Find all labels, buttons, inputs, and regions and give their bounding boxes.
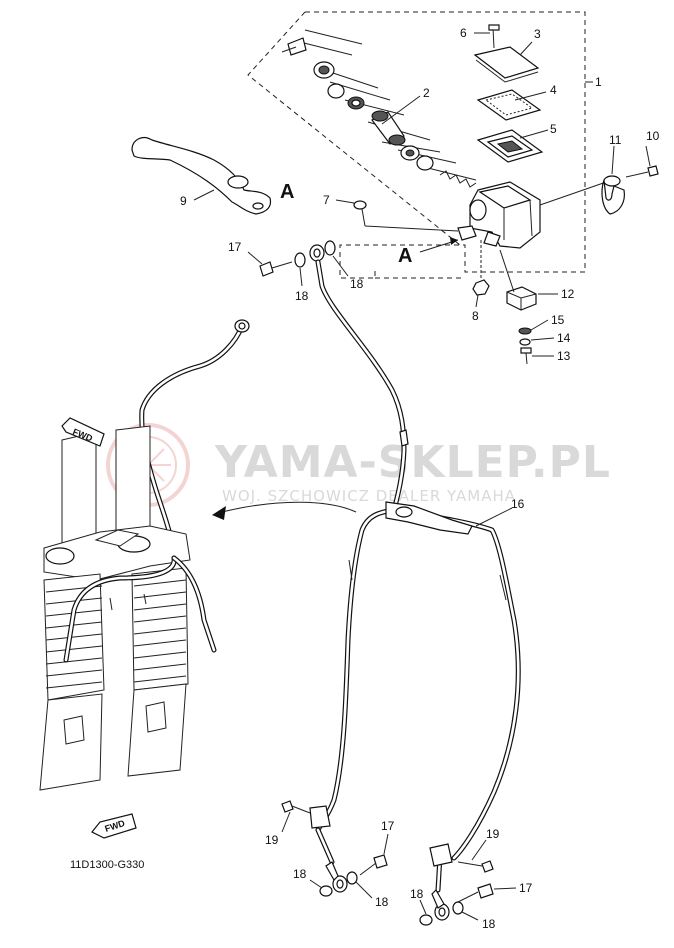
callout-4: 4 <box>550 83 557 97</box>
master-cylinder-body <box>469 181 541 249</box>
piston-cup-2 <box>416 155 434 171</box>
circlip <box>327 83 345 99</box>
callout-18-top-left: 18 <box>295 289 309 303</box>
reservoir-cap <box>473 46 540 83</box>
switch-washer <box>519 338 531 346</box>
diaphragm <box>476 129 544 163</box>
handlebar-clamp <box>601 175 625 215</box>
callout-15: 15 <box>551 313 565 327</box>
callout-18-bottom-2: 18 <box>375 895 389 909</box>
hose-clamp-bolt-left <box>281 800 311 814</box>
copper-washer-top-2 <box>324 240 336 256</box>
callout-19-right: 19 <box>486 827 500 841</box>
copper-washer-bottom-3 <box>419 914 433 926</box>
view-a-label-lever: A <box>280 181 294 203</box>
callout-8: 8 <box>472 309 479 323</box>
callout-18-bottom-3: 18 <box>410 887 424 901</box>
callout-leaders <box>193 32 651 921</box>
callout-18-bottom-4: 18 <box>482 917 496 931</box>
callout-10: 10 <box>646 129 660 143</box>
callout-numbers: 1 2 3 4 5 6 7 8 9 10 11 12 13 14 15 16 1… <box>180 26 660 931</box>
callout-5: 5 <box>550 122 557 136</box>
watermark-main-text: YAMA-SKLEP.PL <box>214 437 611 488</box>
pivot-bolt <box>353 200 459 232</box>
callout-16: 16 <box>511 497 525 511</box>
switch-plate <box>518 327 532 335</box>
watermark-sub-text: WOJ. SZCHOWICZ DEALER YAMAHA <box>222 487 516 505</box>
piston-seal <box>400 145 420 161</box>
callout-11: 11 <box>609 133 622 147</box>
callout-17-bottom-left: 17 <box>381 819 395 833</box>
callout-1: 1 <box>595 75 602 89</box>
brake-light-switch <box>499 249 537 311</box>
piston-kit-leader-lines <box>299 29 477 181</box>
brake-hose-assembly <box>309 259 521 921</box>
callout-19-left: 19 <box>265 833 279 847</box>
copper-washer-bottom-1 <box>319 885 333 897</box>
callout-2: 2 <box>423 86 430 100</box>
copper-washer-bottom-2 <box>346 871 358 885</box>
callout-13: 13 <box>557 349 571 363</box>
piston-pin <box>281 37 307 56</box>
front-fork-view: FWD <box>39 319 250 791</box>
pivot-nut <box>472 240 490 296</box>
callout-12: 12 <box>561 287 575 301</box>
copper-washer-bottom-4 <box>452 901 464 915</box>
fwd-marker: FWD <box>91 813 137 839</box>
reference-arrow <box>212 501 357 520</box>
callout-18-top-right: 18 <box>350 277 364 291</box>
union-bolt-top <box>259 261 293 277</box>
callout-14: 14 <box>557 331 571 345</box>
clamp-bolt <box>625 165 659 178</box>
callout-3: 3 <box>534 27 541 41</box>
washer-ring <box>347 96 365 110</box>
copper-washer-top-1 <box>294 252 306 268</box>
hose-clamp-bolt-right <box>457 860 494 873</box>
return-spring <box>439 170 477 188</box>
diaphragm-holder <box>476 89 542 121</box>
view-a-label-body: A <box>398 245 412 267</box>
callout-17-bottom-right: 17 <box>519 881 533 895</box>
callout-9: 9 <box>180 194 187 208</box>
callout-18-bottom-1: 18 <box>293 867 307 881</box>
piston-cup-1 <box>313 61 335 79</box>
union-bolt-bottom-right <box>457 883 494 903</box>
brake-lever <box>131 137 272 215</box>
watermark: YAMA-SKLEP.PL WOJ. SZCHOWICZ DEALER YAMA… <box>106 423 611 507</box>
switch-screw <box>520 347 532 365</box>
view-a-arrow <box>419 225 477 253</box>
diagram-code: 11D1300-G330 <box>70 859 144 871</box>
callout-17-top: 17 <box>228 240 242 254</box>
callout-6: 6 <box>460 26 467 40</box>
piston <box>371 110 406 146</box>
cap-screw <box>488 24 500 49</box>
union-bolt-bottom-left <box>359 854 388 876</box>
banjo-top <box>309 244 325 262</box>
callout-7: 7 <box>323 193 330 207</box>
assembly-boundary <box>247 11 586 279</box>
